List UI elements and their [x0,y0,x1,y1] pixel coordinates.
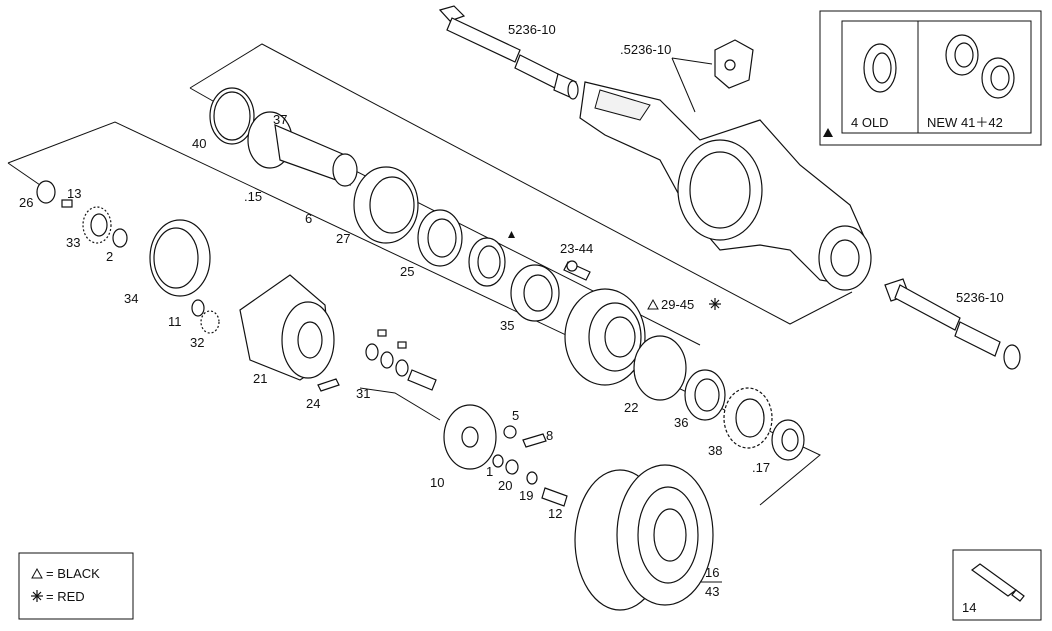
callout-5236-right: 5236-10 [956,290,1004,305]
callout-23-44: 23-44 [560,241,593,256]
callout-11: 11 [168,314,182,329]
callout-8: 8 [546,428,553,443]
callout-5: 5 [512,408,519,423]
callout-34: 34 [124,291,138,306]
part-10-cover [443,404,497,470]
legend-red-label: = RED [46,589,85,604]
part-38-tone-ring [723,387,773,449]
callout-33: 33 [66,235,80,250]
callout-1: 1 [486,464,493,479]
seal-black [468,231,515,287]
callout-16: 16 [705,565,719,580]
part-37-stub-axle [247,111,358,187]
callout-35: 35 [500,318,514,333]
callout-43: 43 [705,584,719,599]
red-star-legend-icon [31,590,43,602]
callout-5236-mid: .5236-10 [620,42,671,57]
seal-old-icon [863,43,897,93]
part-26-nut [36,180,56,204]
part-13-pin [61,199,73,208]
part-32-gear [200,310,220,334]
callout-21: 21 [253,371,267,386]
callout-20: 20 [498,478,512,493]
legend-box: = BLACK = RED [18,552,134,620]
red-star-icon [709,298,721,310]
svg-text:29-45: 29-45 [661,297,694,312]
part-35-bearing [510,264,560,322]
part-5-nut [503,425,517,439]
callout-5236-top: 5236-10 [508,22,556,37]
callout-13: 13 [67,186,81,201]
callout-17: .17 [752,460,770,475]
callout-19: 19 [519,488,533,503]
inset-old-label: 4 OLD [851,115,889,130]
half-shaft-right [884,278,1021,370]
part-12-stud [541,487,568,507]
callout-14: 14 [962,600,976,615]
callout-24: 24 [306,396,320,411]
callout-6: 6 [305,211,312,226]
seal-new-42-icon [981,57,1015,99]
part-14-box: 14 [952,549,1042,621]
part-20-nut [505,459,519,475]
part-8-bolt [522,433,547,448]
callout-36: 36 [674,415,688,430]
callout-15: .15 [244,189,262,204]
axle-housing [579,39,872,291]
black-triangle-icon [823,128,833,137]
part-27-cover [353,166,419,244]
half-shaft-top [438,5,579,100]
sealant-tube-icon [970,563,1025,602]
part-24-bolt [317,378,340,392]
part-25-bearing [417,209,463,267]
callout-32: 32 [190,335,204,350]
seal-new-41-icon [945,34,979,76]
part-23-44-bolt [563,260,591,281]
callout-12: 12 [548,506,562,521]
part-21-carrier [239,274,335,381]
callout-37: 37 [273,112,287,127]
inset-box-seals: 4 OLD NEW 41＋42 [819,10,1042,146]
part-36-bearing [684,369,726,421]
part-2-washer [112,228,128,248]
callout-10: 10 [430,475,444,490]
part-1-plug [492,454,504,468]
callout-labels: 5236-10 .5236-10 5236-10 40 37 26 13 33 … [19,22,1004,599]
callout-40: 40 [192,136,206,151]
callout-22: 22 [624,400,638,415]
part-33-gear [82,206,112,244]
callout-26: 26 [19,195,33,210]
part-31-kit [359,329,441,421]
part-17-nut [771,419,805,461]
hub-29-45 [564,288,646,386]
part-19-washer [526,471,538,485]
legend-black-label: = BLACK [46,566,100,581]
part-11-washer [191,299,205,317]
callout-31: 31 [356,386,370,401]
callout-25: 25 [400,264,414,279]
inset-new-label: NEW 41＋42 [927,115,1003,130]
callout-29-45: 29-45 [647,297,721,312]
part-34-ring-gear [149,219,211,297]
black-triangle-outline-icon [31,567,43,579]
callout-27: 27 [336,231,350,246]
assembly-frame-lines [7,43,853,506]
callout-2: 2 [106,249,113,264]
part-22-ring [633,335,687,401]
callout-38: 38 [708,443,722,458]
part-16-43-brake-drum [574,464,722,611]
